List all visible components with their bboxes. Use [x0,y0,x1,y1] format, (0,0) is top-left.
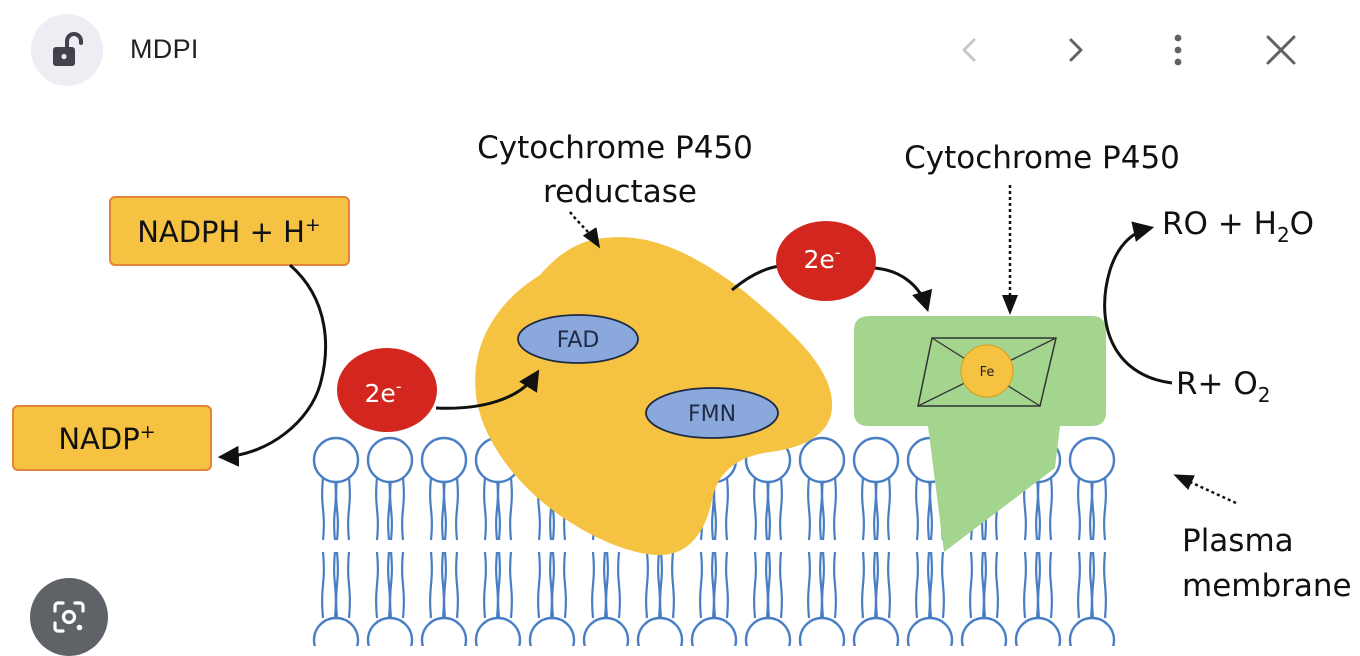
reductase-title-line2: reductase [543,174,697,210]
lens-search-icon [53,601,85,633]
more-vert-icon [1174,34,1182,66]
lipid-tail [1089,551,1107,619]
lipid-tail [819,477,837,541]
lipid-tail [1035,477,1053,541]
lipid-tail [549,551,567,619]
lipid-tail [495,477,513,541]
lipid-head [1068,436,1116,484]
reductase-to-electron-arrow [731,264,781,292]
lipid-head [636,616,684,656]
lipid-head [960,616,1008,656]
electron-label-2: 2e- [803,243,840,274]
lipid-tail [441,477,459,541]
p450-diagram: Fe FAD FMN NADPH + H+ NADP+ 2e- 2e- [12,130,1352,656]
lipid-tail [441,551,459,619]
reductase-title-line1: Cytochrome P450 [477,130,753,166]
lipid-head [582,616,630,656]
chevron-right-icon [1069,38,1083,62]
p450-title: Cytochrome P450 [904,140,1180,176]
back-button[interactable] [944,24,996,76]
lipid-head [366,616,414,656]
forward-button[interactable] [1049,24,1101,76]
lipid-tail [765,551,783,619]
top-bar: MDPI [0,0,1360,100]
lipid-tail [819,551,837,619]
lipid-head [420,616,468,656]
lipid-tail [1089,477,1107,541]
product-label: RO + H2O [1162,206,1314,247]
nadph-label: NADPH + H+ [137,214,321,249]
lipid-tail [333,551,351,619]
membrane-label-line1: Plasma [1182,523,1294,559]
lipid-head [906,616,954,656]
fe-label: Fe [980,365,995,380]
image-preview[interactable]: Fe FAD FMN NADPH + H+ NADP+ 2e- 2e- [0,100,1360,656]
lens-search-button[interactable] [30,578,108,656]
lipid-tail [711,551,729,619]
lipid-tail [657,551,675,619]
nadp-label: NADP+ [58,421,155,456]
site-security-button[interactable] [31,14,103,86]
chevron-left-icon [962,38,976,62]
lipid-head [366,436,414,484]
electron-to-p450-arrow [873,266,933,313]
lipid-tail [873,551,891,619]
close-button[interactable] [1255,24,1307,76]
lipid-tail [981,551,999,619]
nadp-box [12,405,212,471]
lipid-tail [927,551,945,619]
lipid-head [1014,616,1062,656]
nadph-box [109,196,350,266]
lipid-head [798,616,846,656]
electron-pair-1: 2e- [337,348,437,432]
membrane-label-line2: membrane [1182,568,1352,604]
lipid-head [744,616,792,656]
lock-open-icon [53,32,83,66]
electron-label-1: 2e- [364,377,401,408]
lipid-head [474,616,522,656]
lipid-tail [873,477,891,541]
close-icon [1266,35,1296,65]
nadph-to-nadp-arrow [217,263,328,467]
electron-to-fad-arrow [435,369,540,410]
lipid-tail [495,551,513,619]
lipid-head [528,616,576,656]
lipid-tail [1035,551,1053,619]
lipid-head [852,436,900,484]
electron-pair-2: 2e- [776,221,876,301]
fad-label: FAD [557,328,600,353]
lipid-head [798,436,846,484]
lipid-head [312,436,360,484]
lipid-tail [333,477,351,541]
fad-cofactor [517,314,639,364]
lipid-head [852,616,900,656]
lipid-head [420,436,468,484]
p450-reductase-protein [475,237,833,555]
lipid-tail [603,551,621,619]
lipid-tail [765,477,783,541]
fmn-cofactor [645,387,779,439]
heme-group: Fe [917,337,1057,407]
lipid-head [690,616,738,656]
reductase-pointer-arrow [569,211,601,249]
more-options-button[interactable] [1152,24,1204,76]
substrate-to-product-arrow [1103,221,1173,385]
lipid-head [312,616,360,656]
cytochrome-p450-protein [854,316,1106,552]
lipid-tail [387,477,405,541]
membrane-pointer-arrow [1173,474,1237,505]
substrate-label: R+ O2 [1176,366,1271,407]
site-name: MDPI [130,34,199,64]
fmn-label: FMN [688,402,736,427]
lipid-tail [387,551,405,619]
lipid-head [1068,616,1116,656]
